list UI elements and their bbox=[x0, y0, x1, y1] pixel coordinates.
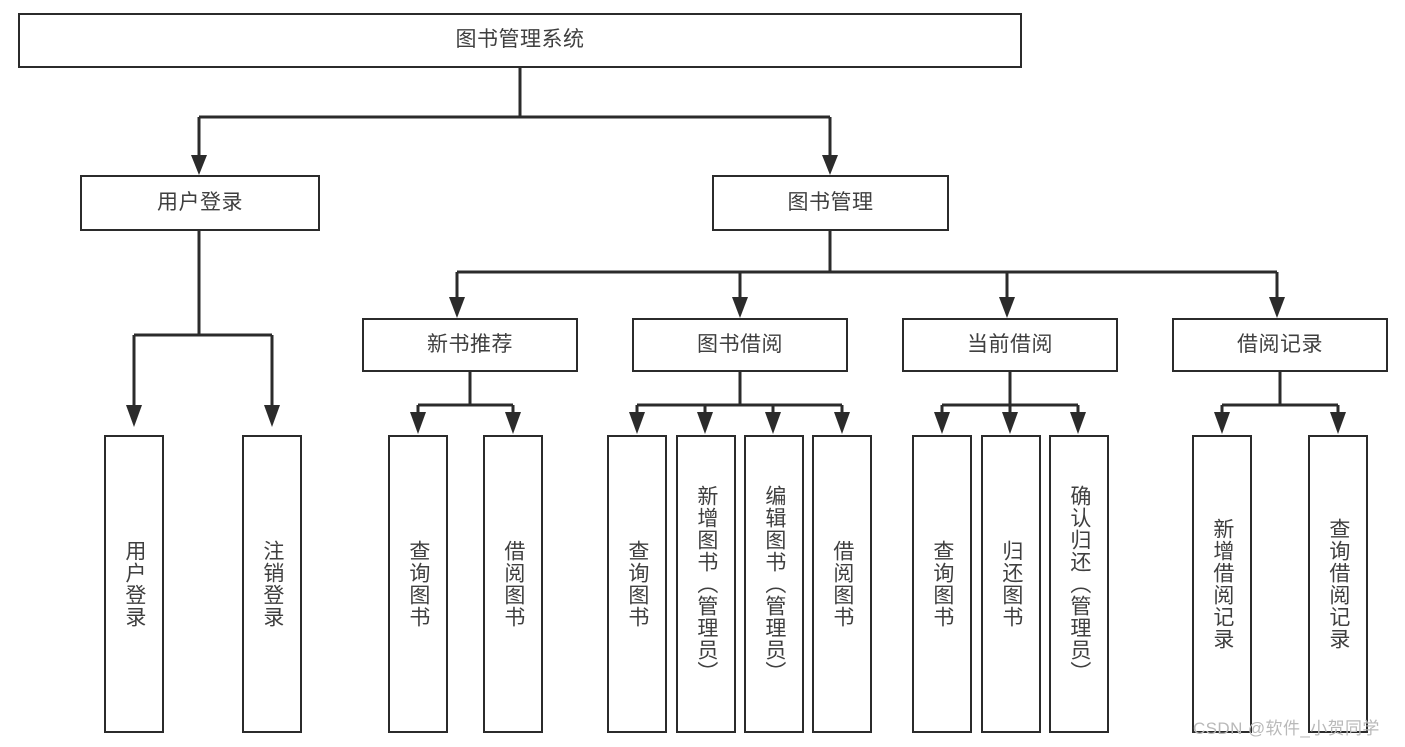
leaf-label: 查询借阅记录 bbox=[1326, 518, 1350, 650]
node-label: 图书借阅 bbox=[697, 332, 783, 356]
leaf-current-query-book[interactable]: 查询图书 bbox=[912, 435, 972, 733]
leaf-user-login[interactable]: 用户登录 bbox=[104, 435, 164, 733]
node-label: 图书管理 bbox=[787, 190, 874, 214]
leaf-label: 查询图书 bbox=[625, 540, 649, 628]
node-label: 借阅记录 bbox=[1237, 332, 1323, 356]
node-book-management[interactable]: 图书管理 bbox=[712, 175, 949, 231]
leaf-label: 用户登录 bbox=[122, 540, 146, 628]
leaf-label: 编辑图书（管理员） bbox=[762, 485, 786, 683]
leaf-label: 确认归还（管理员） bbox=[1067, 485, 1091, 683]
node-user-login[interactable]: 用户登录 bbox=[80, 175, 320, 231]
node-new-book-recommend[interactable]: 新书推荐 bbox=[362, 318, 578, 372]
leaf-label: 新增图书（管理员） bbox=[694, 485, 718, 683]
leaf-label: 查询图书 bbox=[406, 540, 430, 628]
leaf-label: 注销登录 bbox=[260, 540, 284, 628]
leaf-current-confirm-return-admin[interactable]: 确认归还（管理员） bbox=[1049, 435, 1109, 733]
node-label: 新书推荐 bbox=[427, 332, 513, 356]
leaf-label: 借阅图书 bbox=[501, 540, 525, 628]
node-label: 用户登录 bbox=[157, 190, 243, 214]
node-label: 图书管理系统 bbox=[455, 28, 585, 52]
leaf-current-return-book[interactable]: 归还图书 bbox=[981, 435, 1041, 733]
leaf-label: 查询图书 bbox=[930, 540, 954, 628]
leaf-recommend-borrow-book[interactable]: 借阅图书 bbox=[483, 435, 543, 733]
leaf-label: 新增借阅记录 bbox=[1210, 518, 1234, 650]
node-label: 当前借阅 bbox=[967, 332, 1053, 356]
leaf-borrow-query-book[interactable]: 查询图书 bbox=[607, 435, 667, 733]
watermark: CSDN @软件_小贺同学 bbox=[1193, 719, 1380, 738]
leaf-recommend-query-book[interactable]: 查询图书 bbox=[388, 435, 448, 733]
leaf-user-logout[interactable]: 注销登录 bbox=[242, 435, 302, 733]
leaf-borrow-edit-book-admin[interactable]: 编辑图书（管理员） bbox=[744, 435, 804, 733]
node-book-borrow[interactable]: 图书借阅 bbox=[632, 318, 848, 372]
leaf-label: 借阅图书 bbox=[830, 540, 854, 628]
leaf-borrow-borrow-book[interactable]: 借阅图书 bbox=[812, 435, 872, 733]
leaf-label: 归还图书 bbox=[999, 540, 1023, 628]
leaf-record-query-borrow-record[interactable]: 查询借阅记录 bbox=[1308, 435, 1368, 733]
node-root-book-management-system[interactable]: 图书管理系统 bbox=[18, 13, 1022, 68]
leaf-borrow-add-book-admin[interactable]: 新增图书（管理员） bbox=[676, 435, 736, 733]
node-current-borrow[interactable]: 当前借阅 bbox=[902, 318, 1118, 372]
node-borrow-record[interactable]: 借阅记录 bbox=[1172, 318, 1388, 372]
leaf-record-add-borrow-record[interactable]: 新增借阅记录 bbox=[1192, 435, 1252, 733]
